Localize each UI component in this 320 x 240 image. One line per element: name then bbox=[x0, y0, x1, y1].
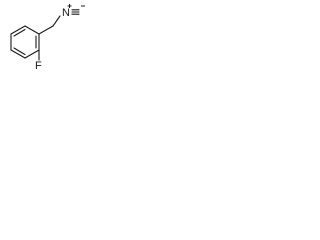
ring-bond-5 bbox=[10, 49, 26, 59]
bond-ch2-to-n bbox=[52, 15, 61, 27]
ring-double-bond-1 bbox=[13, 28, 26, 37]
ring-bond-4 bbox=[24, 49, 40, 59]
chemical-structure: N F bbox=[10, 4, 85, 72]
ring-bond-2 bbox=[24, 25, 40, 35]
nitrogen-positive-charge bbox=[67, 4, 72, 8]
bond-ring-to-ch2 bbox=[38, 25, 54, 35]
nitrogen-atom-label: N bbox=[62, 7, 70, 19]
fluorine-atom-label: F bbox=[35, 60, 42, 72]
benzene-ring bbox=[10, 25, 40, 59]
ring-bond-1 bbox=[10, 25, 26, 35]
ring-double-bond-3 bbox=[13, 47, 26, 56]
